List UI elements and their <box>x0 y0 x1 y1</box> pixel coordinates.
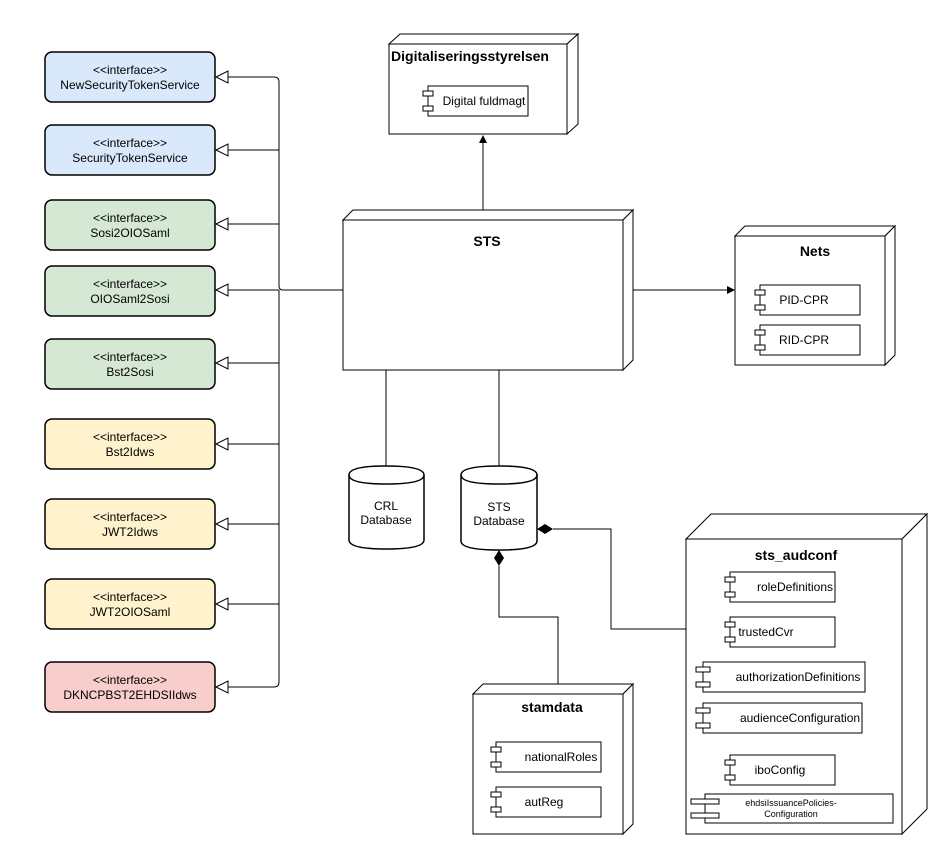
interface-box <box>44 661 216 713</box>
node-title: sts_audconf <box>755 547 838 563</box>
node-digitaliseringsstyrelsen: Digitaliseringsstyrelsen Digital fuldmag… <box>387 32 580 136</box>
component-label-line2: Configuration <box>764 809 818 819</box>
node-sts: STS <box>341 208 635 372</box>
interface-stereotype: <<interface>> <box>93 350 167 364</box>
component-label: iboConfig <box>755 763 806 777</box>
interface-box <box>44 418 216 470</box>
interface-box <box>44 338 216 390</box>
interface-stereotype: <<interface>> <box>93 510 167 524</box>
component-national-roles: nationalRoles <box>490 741 602 773</box>
component-label: PID-CPR <box>779 293 829 307</box>
component-label: trustedCvr <box>738 625 793 639</box>
interface-box <box>44 199 216 251</box>
component-role-definitions: roleDefinitions <box>724 571 836 603</box>
component-rid-cpr: RID-CPR <box>754 324 861 356</box>
component-label: roleDefinitions <box>757 580 833 594</box>
edge-sts-to-nets <box>633 286 735 294</box>
interface-jwt2idws: <<interface>>JWT2Idws <box>44 498 216 550</box>
database-label-line2: Database <box>360 513 412 527</box>
node-title: STS <box>473 233 500 249</box>
interface-name: Bst2Sosi <box>106 365 153 379</box>
edge-sts-to-digst <box>479 135 487 220</box>
node-sts-audconf: sts_audconf roleDefinitions trustedCvr a… <box>684 512 929 836</box>
database-sts: STS Database <box>460 465 538 551</box>
interface-newsecuritytokenservice: <<interface>>NewSecurityTokenService <box>44 51 216 103</box>
component-digital-fuldmagt: Digital fuldmagt <box>422 85 529 117</box>
interface-box <box>44 498 216 550</box>
interface-box <box>44 265 216 317</box>
node-nets: Nets PID-CPR RID-CPR <box>733 224 897 367</box>
component-label: audienceConfiguration <box>740 711 860 725</box>
interface-box <box>44 124 216 176</box>
component-aut-reg: autReg <box>490 786 602 818</box>
interface-jwt2oiosaml: <<interface>>JWT2OIOSaml <box>44 578 216 630</box>
interface-name: OIOSaml2Sosi <box>90 292 169 306</box>
component-label-line1: ehdsiIssuancePolicies- <box>745 798 837 808</box>
node-title: Nets <box>800 243 831 259</box>
component-label: nationalRoles <box>525 750 598 764</box>
edge-audconf-to-sts-db <box>537 524 686 630</box>
interface-name: JWT2Idws <box>102 525 158 539</box>
interface-bst2sosi: <<interface>>Bst2Sosi <box>44 338 216 390</box>
edge-sts-to-crl-db <box>382 370 390 475</box>
interface-name: NewSecurityTokenService <box>60 78 200 92</box>
interface-securitytokenservice: <<interface>>SecurityTokenService <box>44 124 216 176</box>
component-ibo-config: iboConfig <box>724 754 836 786</box>
component-label: autReg <box>525 795 564 809</box>
interface-stereotype: <<interface>> <box>93 430 167 444</box>
interface-box <box>44 51 216 103</box>
interface-name: SecurityTokenService <box>72 151 188 165</box>
node-title: stamdata <box>521 699 583 715</box>
node-stamdata: stamdata nationalRoles autReg <box>471 682 635 836</box>
database-crl: CRL Database <box>348 465 425 550</box>
interface-stereotype: <<interface>> <box>93 211 167 225</box>
edge-stamdata-to-sts-db <box>494 550 559 684</box>
interface-sosi2oiosaml: <<interface>>Sosi2OIOSaml <box>44 199 216 251</box>
interface-box <box>44 578 216 630</box>
component-ehdsi-issuance-policies: ehdsiIssuancePolicies- Configuration <box>690 793 894 824</box>
component-pid-cpr: PID-CPR <box>754 284 861 316</box>
component-authorization-definitions: authorizationDefinitions <box>695 661 866 693</box>
component-label: Digital fuldmagt <box>443 94 526 108</box>
interface-stereotype: <<interface>> <box>93 63 167 77</box>
component-label: authorizationDefinitions <box>736 670 861 684</box>
interface-name: JWT2OIOSaml <box>90 605 171 619</box>
interface-name: Bst2Idws <box>106 445 155 459</box>
edge-sts-to-sts-db <box>495 370 503 475</box>
interface-stereotype: <<interface>> <box>93 136 167 150</box>
component-label: RID-CPR <box>779 333 829 347</box>
node-title: Digitaliseringsstyrelsen <box>391 48 549 64</box>
interface-stereotype: <<interface>> <box>93 590 167 604</box>
interface-stereotype: <<interface>> <box>93 673 167 687</box>
interface-connectors <box>214 70 343 694</box>
interfaces-column: <<interface>>NewSecurityTokenService<<in… <box>44 51 216 713</box>
interface-name: Sosi2OIOSaml <box>90 226 169 240</box>
database-label-line2: Database <box>473 514 525 528</box>
component-audience-configuration: audienceConfiguration <box>695 702 863 734</box>
interface-dkncpbst2ehdsiidws: <<interface>>DKNCPBST2EHDSIIdws <box>44 661 216 713</box>
interface-name: DKNCPBST2EHDSIIdws <box>63 688 196 702</box>
interface-bst2idws: <<interface>>Bst2Idws <box>44 418 216 470</box>
interface-stereotype: <<interface>> <box>93 277 167 291</box>
component-trusted-cvr: trustedCvr <box>724 616 836 648</box>
interface-oiosaml2sosi: <<interface>>OIOSaml2Sosi <box>44 265 216 317</box>
database-label-line1: STS <box>487 500 510 514</box>
database-label-line1: CRL <box>374 499 398 513</box>
